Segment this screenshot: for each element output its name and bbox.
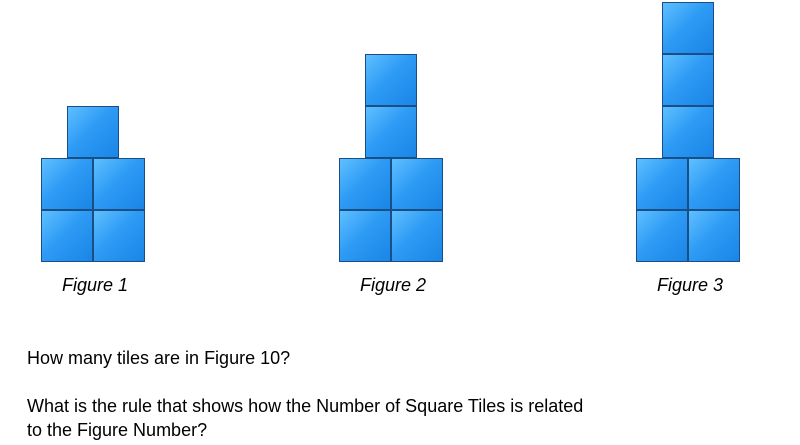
column-tile: [67, 106, 119, 158]
column-tile: [662, 106, 714, 158]
base-tile: [339, 210, 391, 262]
question-figure-10: How many tiles are in Figure 10?: [27, 348, 291, 368]
base-tile: [391, 158, 443, 210]
base-tile: [93, 210, 145, 262]
base-tile: [93, 158, 145, 210]
figure-1-caption: Figure 1: [61, 275, 129, 295]
figure-3-caption: Figure 3: [656, 275, 724, 295]
base-tile: [41, 210, 93, 262]
figure-2-caption: Figure 2: [359, 275, 427, 295]
column-tile: [662, 2, 714, 54]
base-tile: [688, 158, 740, 210]
base-tile: [391, 210, 443, 262]
base-tile: [339, 158, 391, 210]
column-tile: [365, 106, 417, 158]
figure-1-tiles: [41, 0, 149, 262]
column-tile: [365, 54, 417, 106]
figure-3-tiles: [636, 0, 744, 262]
question-rule: What is the rule that shows how the Numb…: [27, 396, 584, 440]
base-tile: [688, 210, 740, 262]
base-tile: [636, 210, 688, 262]
figure-2-tiles: [339, 0, 447, 262]
column-tile: [662, 54, 714, 106]
base-tile: [41, 158, 93, 210]
base-tile: [636, 158, 688, 210]
